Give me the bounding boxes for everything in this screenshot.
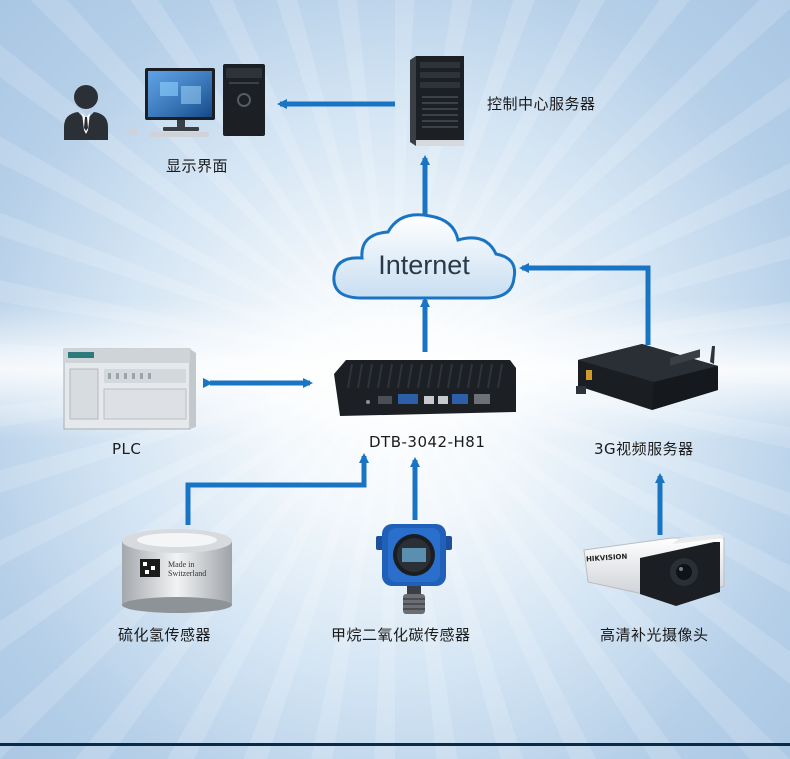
plc-module-icon — [62, 343, 198, 431]
arrow-video-to-cloud — [519, 263, 651, 345]
embedded-gateway-icon — [332, 358, 518, 420]
plc-label: PLC — [112, 440, 142, 458]
gateway-label: DTB-3042-H81 — [369, 433, 486, 451]
camera-label: 高清补光摄像头 — [600, 626, 709, 644]
internet-label: Internet — [378, 250, 470, 280]
h2s-sensor-icon: Made in Switzerland — [118, 527, 236, 615]
display-label: 显示界面 — [166, 157, 229, 175]
control-server-label: 控制中心服务器 — [487, 95, 596, 113]
video-server-label: 3G视频服务器 — [594, 440, 694, 458]
user-person-icon — [62, 80, 110, 140]
desktop-computer-icon — [125, 60, 270, 140]
h2s-sensor-printed-text: Made in Switzerland — [168, 560, 207, 578]
arrow-h2s-to-gateway — [185, 453, 369, 525]
internet-cloud-icon — [326, 206, 522, 306]
gas-sensor-label: 甲烷二氧化碳传感器 — [331, 626, 471, 644]
bullet-camera-icon: HIKVISION — [580, 532, 726, 612]
video-server-icon — [572, 340, 722, 416]
bottom-divider — [0, 743, 790, 746]
h2s-sensor-label: 硫化氢传感器 — [118, 626, 212, 644]
server-tower-icon — [408, 52, 468, 148]
gas-sensor-icon — [374, 522, 454, 618]
